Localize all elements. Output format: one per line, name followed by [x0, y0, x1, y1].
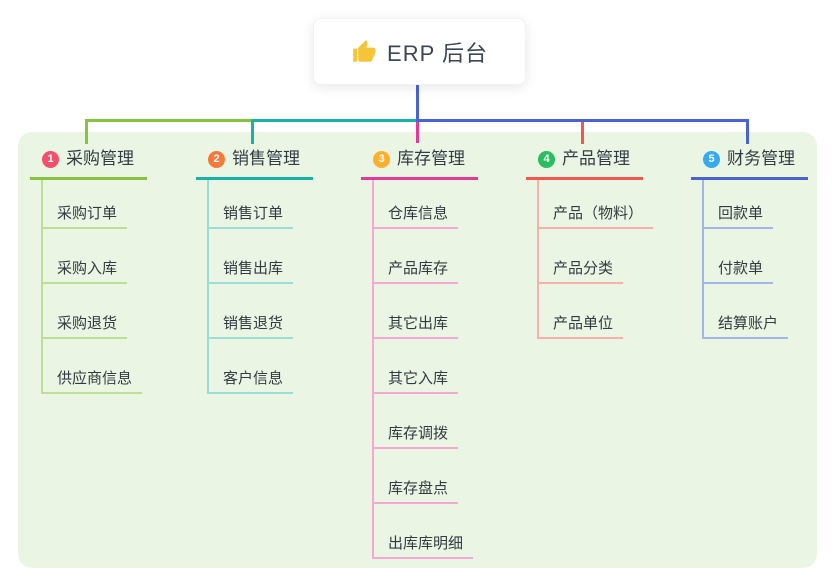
child-node-label: 产品（物料） [539, 205, 654, 229]
child-node-label: 库存调拨 [374, 425, 459, 449]
child-node[interactable]: 付款单 [704, 229, 788, 284]
branch-number-badge: 2 [208, 150, 225, 168]
child-node[interactable]: 产品分类 [539, 229, 653, 284]
child-node-label: 销售订单 [209, 205, 294, 229]
child-node-label: 付款单 [704, 260, 774, 284]
child-node[interactable]: 结算账户 [704, 284, 789, 339]
branch-3: 3 库存管理仓库信息产品库存其它出库其它入库库存调拨库存盘点出库库明细 [361, 147, 478, 559]
child-node-label: 产品分类 [539, 260, 624, 284]
child-node[interactable]: 销售订单 [209, 180, 294, 229]
child-node-label: 采购订单 [43, 205, 128, 229]
branch-children: 销售订单销售出库销售退货客户信息 [207, 180, 294, 394]
branch-title: 销售管理 [232, 149, 300, 168]
branch-5: 5 财务管理回款单付款单结算账户 [691, 147, 808, 339]
child-node-label: 供应商信息 [43, 370, 143, 394]
branch-header-4[interactable]: 4 产品管理 [526, 147, 643, 180]
branch-4: 4 产品管理产品（物料） 产品分类产品单位 [526, 147, 654, 339]
connector-rail-left-green [85, 119, 253, 122]
child-node[interactable]: 其它出库 [374, 284, 473, 339]
branch-title: 库存管理 [397, 149, 465, 168]
branch-title: 产品管理 [562, 149, 630, 168]
child-node[interactable]: 销售退货 [209, 284, 294, 339]
child-node[interactable]: 产品（物料） [539, 180, 654, 229]
child-node-label: 采购退货 [43, 315, 128, 339]
root-title: ERP 后台 [387, 40, 488, 66]
child-node[interactable]: 库存盘点 [374, 449, 473, 504]
child-node[interactable]: 采购退货 [43, 284, 142, 339]
connector-drop-branch-5 [746, 119, 749, 144]
child-node-label: 产品库存 [374, 260, 459, 284]
child-node-label: 回款单 [704, 205, 774, 229]
child-node-label: 采购入库 [43, 260, 128, 284]
thumbs-up-icon [351, 39, 377, 65]
branch-header-3[interactable]: 3 库存管理 [361, 147, 478, 180]
branch-number-badge: 5 [703, 150, 720, 168]
child-node[interactable]: 供应商信息 [43, 339, 143, 394]
branch-number-badge: 1 [42, 150, 59, 168]
child-node-label: 产品单位 [539, 315, 624, 339]
branch-number-badge: 4 [538, 150, 555, 168]
child-node[interactable]: 出库库明细 [374, 504, 474, 559]
child-node-label: 销售退货 [209, 315, 294, 339]
child-node[interactable]: 产品单位 [539, 284, 653, 339]
branch-children: 采购订单采购入库采购退货供应商信息 [41, 180, 143, 394]
child-node-label: 仓库信息 [374, 205, 459, 229]
branch-1: 1 采购管理采购订单采购入库采购退货供应商信息 [30, 147, 147, 394]
branch-number-badge: 3 [373, 150, 390, 168]
child-node-label: 结算账户 [704, 315, 789, 339]
connector-rail-mid-teal [251, 119, 418, 122]
connector-rail-right-blue [416, 119, 749, 122]
branch-title: 财务管理 [727, 149, 795, 168]
child-node-label: 出库库明细 [374, 535, 474, 559]
child-node-label: 库存盘点 [374, 480, 459, 504]
canvas-panel [18, 132, 817, 568]
child-node[interactable]: 其它入库 [374, 339, 473, 394]
connector-drop-branch-2 [251, 119, 254, 144]
root-node[interactable]: ERP 后台 [313, 18, 526, 85]
child-node[interactable]: 回款单 [704, 180, 788, 229]
branch-2: 2 销售管理销售订单销售出库销售退货客户信息 [196, 147, 313, 394]
child-node[interactable]: 采购订单 [43, 180, 142, 229]
branch-children: 回款单付款单结算账户 [702, 180, 789, 339]
child-node-label: 销售出库 [209, 260, 294, 284]
connector-drop-branch-4 [581, 119, 584, 144]
branch-children: 产品（物料） 产品分类产品单位 [537, 180, 654, 339]
child-node[interactable]: 采购入库 [43, 229, 142, 284]
child-node[interactable]: 销售出库 [209, 229, 294, 284]
child-node[interactable]: 库存调拨 [374, 394, 473, 449]
child-node[interactable]: 产品库存 [374, 229, 473, 284]
child-node[interactable]: 仓库信息 [374, 180, 473, 229]
child-node[interactable]: 客户信息 [209, 339, 294, 394]
connector-drop-branch-3 [416, 121, 419, 143]
connector-drop-branch-1 [85, 119, 88, 144]
branch-header-1[interactable]: 1 采购管理 [30, 147, 147, 180]
branch-children: 仓库信息产品库存其它出库其它入库库存调拨库存盘点出库库明细 [372, 180, 474, 559]
branch-header-5[interactable]: 5 财务管理 [691, 147, 808, 180]
branch-header-2[interactable]: 2 销售管理 [196, 147, 313, 180]
child-node-label: 其它出库 [374, 315, 459, 339]
child-node-label: 其它入库 [374, 370, 459, 394]
branch-title: 采购管理 [66, 149, 134, 168]
child-node-label: 客户信息 [209, 370, 294, 394]
connector-root-stem [416, 83, 419, 122]
